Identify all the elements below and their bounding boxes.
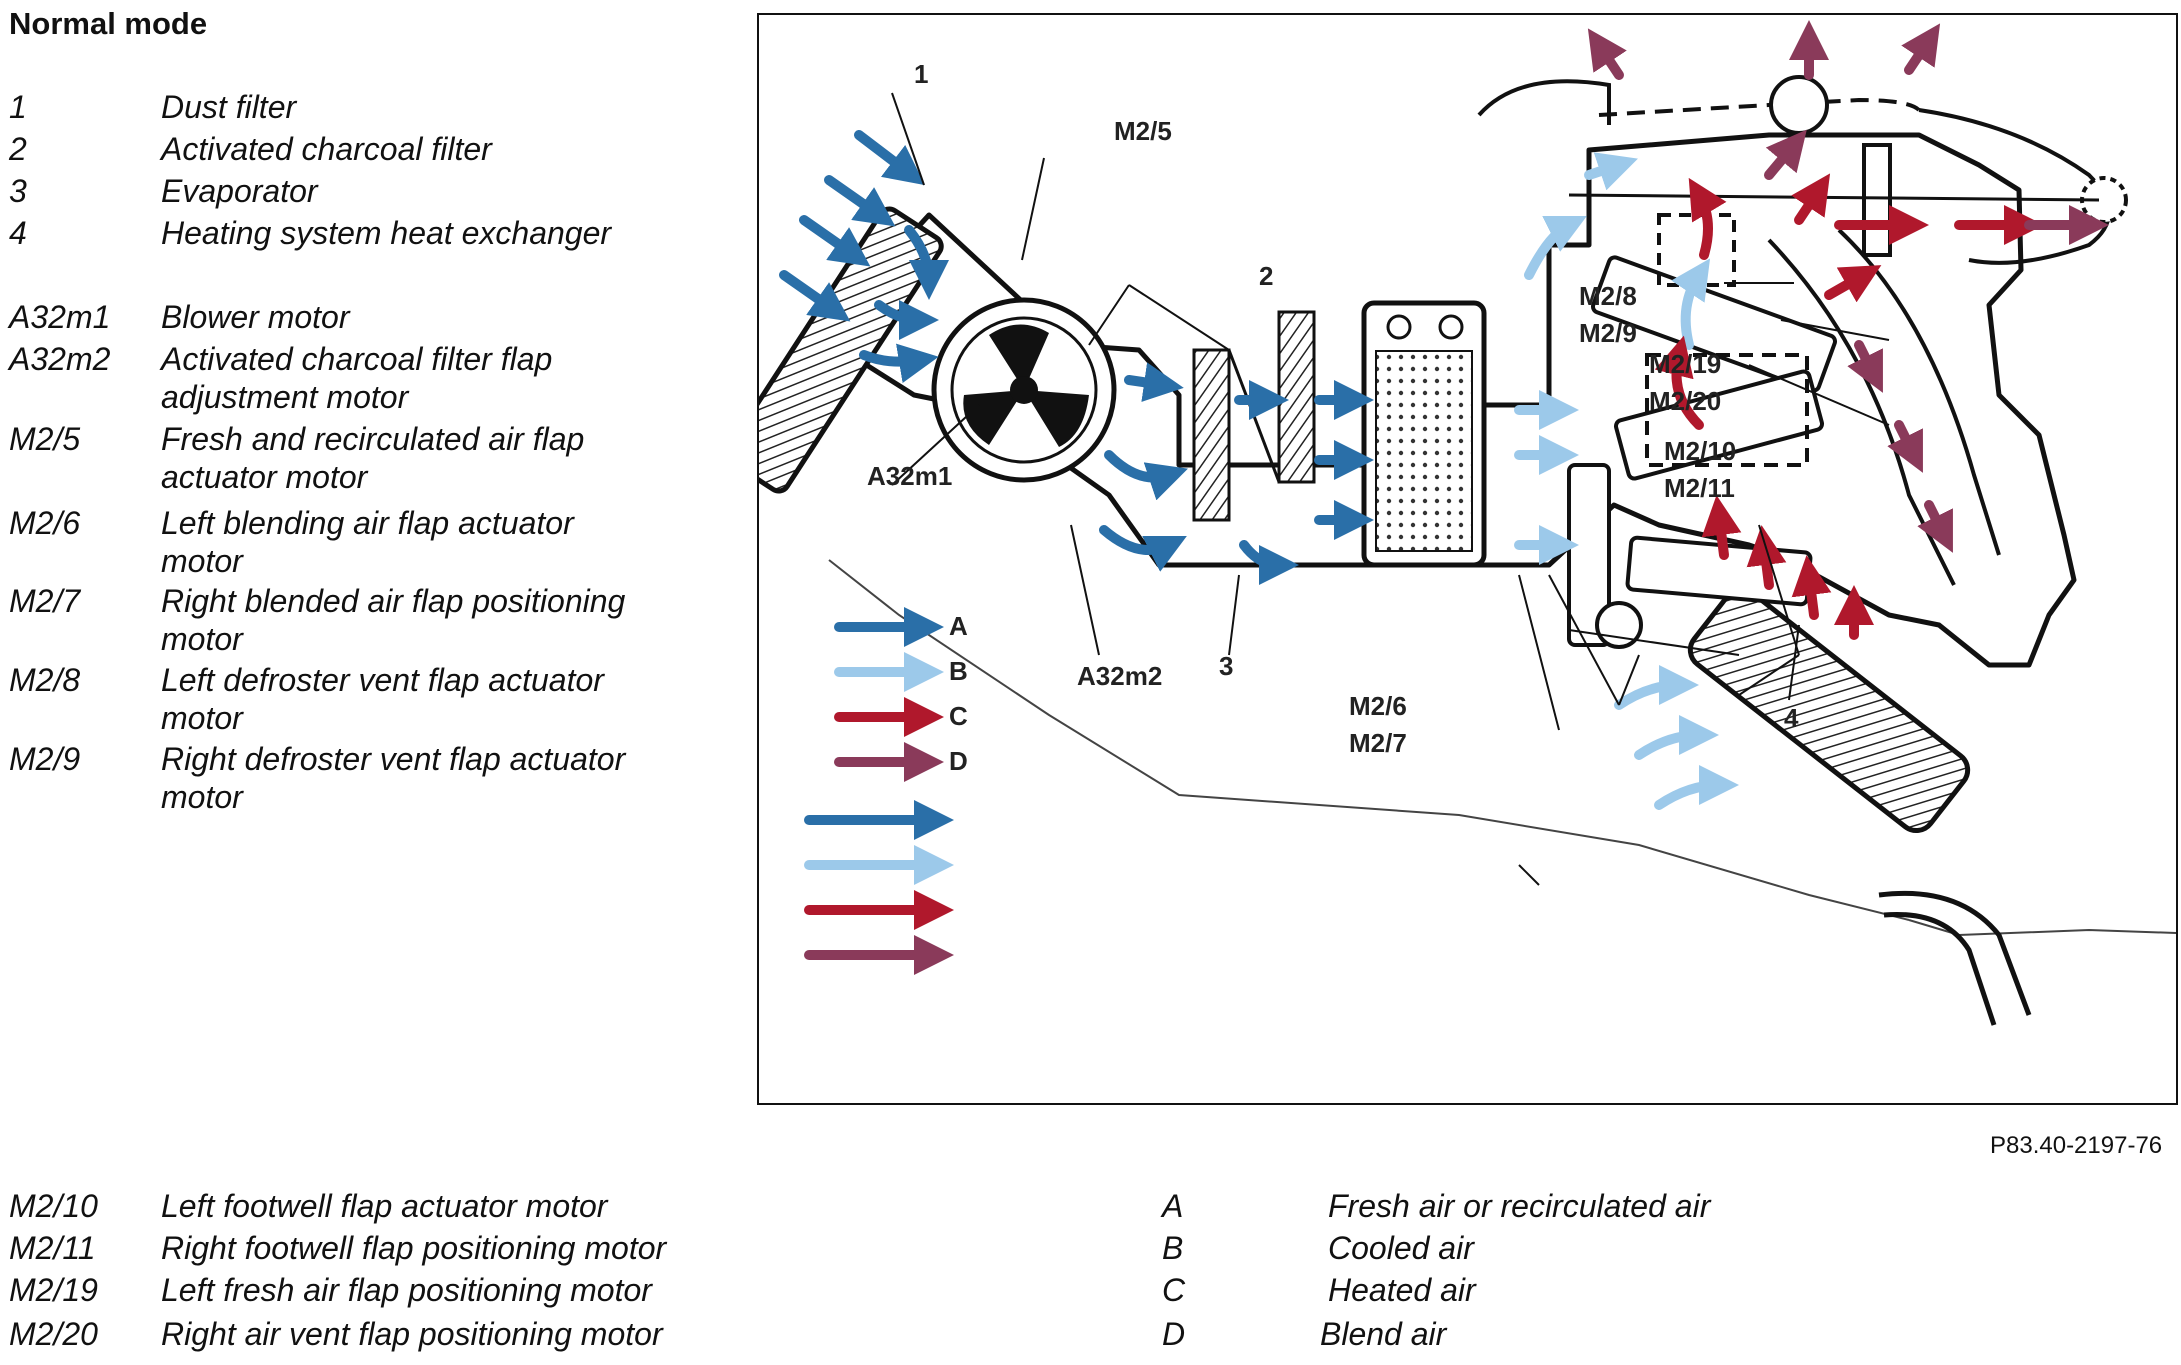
label-2: 2: [1259, 261, 1273, 291]
label-a32m2: A32m2: [1077, 661, 1162, 691]
charcoal-filter: [1192, 348, 1231, 522]
key-label-b: B: [949, 656, 968, 686]
label-m2-8: M2/8: [1579, 281, 1637, 311]
key-label-a: A: [949, 611, 968, 641]
heater-core: [1687, 586, 1971, 834]
label-m2-5: M2/5: [1114, 116, 1172, 146]
label-m2-20: M2/20: [1649, 386, 1721, 416]
key-label-c: C: [949, 701, 968, 731]
blower-fan: [931, 297, 1117, 483]
key-label-d: D: [949, 746, 968, 776]
defroster-duct: [1598, 97, 1921, 117]
evaporator: [1361, 300, 1487, 568]
drain-hose: [1883, 911, 1997, 1026]
label-m2-10: M2/10: [1664, 436, 1736, 466]
airflow-heated: [804, 173, 2044, 930]
label-m2-9: M2/9: [1579, 318, 1637, 348]
airflow-cooled: [804, 152, 1739, 885]
leader-lines: [891, 92, 1890, 886]
page-title: Normal mode: [9, 6, 208, 41]
charcoal-filter: [1277, 310, 1316, 484]
airflow-fresh: [779, 130, 1374, 585]
airflow-blend: [804, 20, 2109, 975]
vent-nozzle: [1769, 75, 1829, 135]
label-m2-11: M2/11: [1664, 473, 1735, 503]
label-m2-19: M2/19: [1649, 349, 1721, 379]
footwell-duct: [1837, 228, 2001, 556]
drain-hose: [1878, 890, 2032, 1016]
body-outline: [1908, 919, 2177, 937]
label-1: 1: [914, 59, 928, 89]
label-m2-7: M2/7: [1349, 728, 1407, 758]
arrow-key: [834, 607, 944, 782]
label-m2-6: M2/6: [1349, 691, 1407, 721]
diagram-frame: 1 M2/5 2 A32m1 A32m2 3 4 M2/6 M2/7 M2/8 …: [724, 13, 2178, 1105]
figure-reference: P83.40-2197-76: [1990, 1132, 2163, 1159]
hvac-airflow-diagram: 1 M2/5 2 A32m1 A32m2 3 4 M2/6 M2/7 M2/8 …: [724, 20, 2177, 1026]
vent-flap: [1862, 143, 1892, 257]
flap-assembly: [1567, 213, 1837, 649]
label-4: 4: [1784, 703, 1799, 733]
defroster-duct: [1477, 79, 1611, 125]
label-3: 3: [1219, 651, 1233, 681]
label-a32m1: A32m1: [867, 461, 952, 491]
